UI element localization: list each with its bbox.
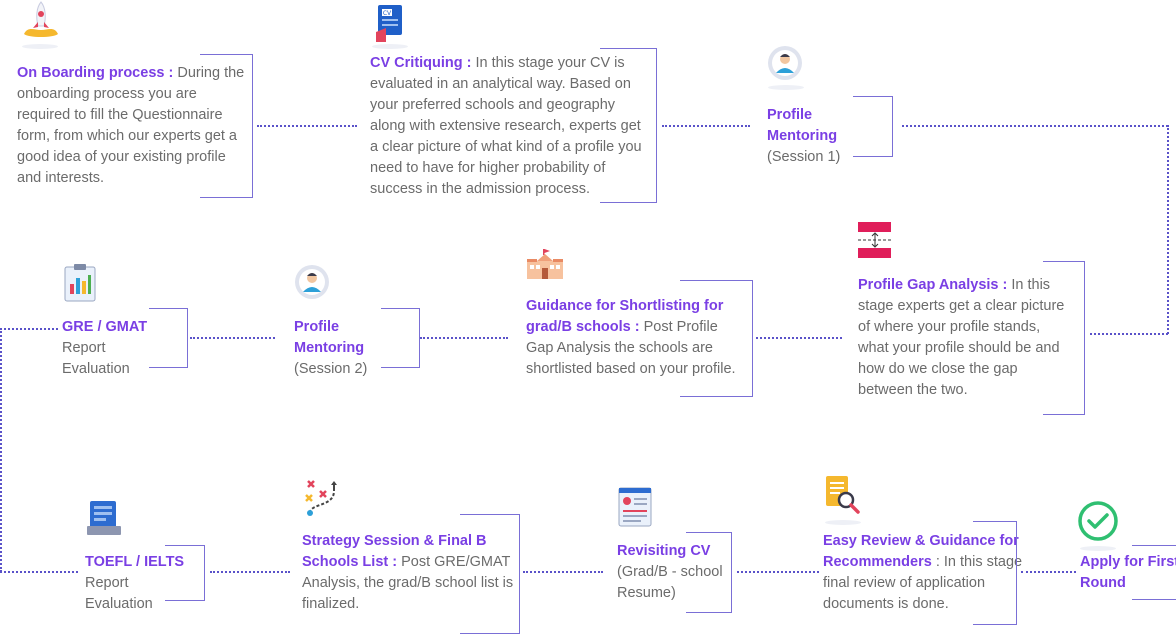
step-description: In this stage your CV is evaluated in an… bbox=[370, 55, 642, 197]
step-description: (Session 1) bbox=[767, 149, 841, 165]
step-title: Profile Gap Analysis bbox=[858, 277, 999, 293]
step-separator: : bbox=[931, 554, 944, 570]
step-separator: : bbox=[388, 554, 402, 570]
step-title: Apply for First Round bbox=[1080, 554, 1176, 591]
connector-line bbox=[190, 337, 275, 339]
connector-line bbox=[257, 125, 357, 127]
step-cv-critiquing: CV Critiquing : In this stage your CV is… bbox=[370, 53, 650, 200]
step-shortlisting: Guidance for Shortlisting for grad/B sch… bbox=[526, 296, 736, 380]
cv-document-icon: CV bbox=[374, 4, 406, 42]
connector-line bbox=[0, 328, 2, 572]
step-title: On Boarding process : bbox=[17, 65, 174, 81]
step-profile-gap-analysis: Profile Gap Analysis : In this stage exp… bbox=[858, 275, 1073, 401]
step-title: Revisiting CV bbox=[617, 543, 711, 559]
connector-line bbox=[1090, 333, 1168, 335]
connector-line bbox=[523, 571, 603, 573]
step-description: (Session 2) bbox=[294, 361, 368, 377]
step-title: Strategy Session & Final B Schools List bbox=[302, 533, 487, 570]
rocket-launch-icon bbox=[20, 0, 62, 42]
connector-line bbox=[0, 571, 78, 573]
test-report-icon bbox=[86, 500, 122, 536]
step-description: Post Profile Gap Analysis the schools ar… bbox=[526, 319, 736, 377]
step-separator: : bbox=[998, 277, 1012, 293]
step-bracket bbox=[853, 96, 893, 157]
connector-line bbox=[662, 125, 750, 127]
step-description: (Grad/B - school Resume) bbox=[617, 564, 723, 601]
step-onboarding: On Boarding process : During the onboard… bbox=[17, 63, 247, 189]
connector-line bbox=[420, 337, 508, 339]
step-separator: : bbox=[462, 55, 476, 71]
step-title: TOEFL / IELTS bbox=[85, 554, 185, 570]
step-bracket bbox=[149, 308, 188, 368]
connector-line bbox=[210, 571, 290, 573]
review-magnifier-icon bbox=[825, 475, 861, 515]
step-toefl-ielts: TOEFL / IELTS Report Evaluation bbox=[85, 552, 195, 615]
user-gear-icon bbox=[766, 44, 804, 82]
step-bracket bbox=[686, 532, 732, 613]
check-circle-icon bbox=[1077, 500, 1119, 542]
step-description: Report Evaluation bbox=[85, 575, 153, 612]
step-bracket bbox=[460, 514, 520, 634]
step-bracket bbox=[600, 48, 657, 203]
step-bracket bbox=[200, 54, 253, 198]
connector-line bbox=[737, 571, 819, 573]
step-title: Easy Review & Guidance for Recommenders bbox=[823, 533, 1019, 570]
step-description: In this stage final review of applicatio… bbox=[823, 554, 1023, 612]
icon-shadow bbox=[768, 85, 804, 90]
icon-shadow bbox=[825, 520, 861, 525]
step-description: Report Evaluation bbox=[62, 340, 130, 377]
svg-text:CV: CV bbox=[383, 10, 392, 17]
step-bracket bbox=[973, 521, 1017, 625]
step-title: CV Critiquing bbox=[370, 55, 463, 71]
school-building-icon bbox=[526, 249, 564, 281]
step-bracket bbox=[680, 280, 753, 397]
step-apply: Apply for First Round bbox=[1080, 552, 1176, 594]
step-gre-gmat: GRE / GMAT Report Evaluation bbox=[62, 317, 172, 380]
connector-line bbox=[902, 125, 1168, 127]
step-description: In this stage experts get a clear pictur… bbox=[858, 277, 1065, 398]
user-gear-icon bbox=[293, 263, 331, 301]
step-title: GRE / GMAT bbox=[62, 319, 148, 335]
gap-analysis-icon bbox=[858, 221, 892, 259]
step-profile-mentoring-1: Profile Mentoring (Session 1) bbox=[767, 105, 867, 168]
icon-shadow bbox=[372, 44, 408, 49]
step-bracket bbox=[165, 545, 205, 601]
step-description: Post GRE/GMAT Analysis, the grad/B schoo… bbox=[302, 554, 514, 612]
step-bracket bbox=[1043, 261, 1085, 415]
strategy-path-icon bbox=[304, 479, 340, 517]
step-title: Profile Mentoring bbox=[767, 107, 838, 144]
connector-line bbox=[756, 337, 842, 339]
step-revisiting-cv: Revisiting CV (Grad/B - school Resume) bbox=[617, 541, 742, 604]
icon-shadow bbox=[1080, 546, 1116, 551]
step-bracket bbox=[1132, 545, 1176, 600]
step-title: Profile Mentoring bbox=[294, 319, 365, 356]
step-bracket bbox=[381, 308, 420, 368]
step-easy-review: Easy Review & Guidance for Recommenders … bbox=[823, 531, 1023, 625]
step-strategy-session: Strategy Session & Final B Schools List … bbox=[302, 531, 517, 615]
connector-line bbox=[0, 328, 58, 330]
step-profile-mentoring-2: Profile Mentoring (Session 2) bbox=[294, 317, 394, 380]
icon-shadow bbox=[22, 44, 58, 49]
step-title: Guidance for Shortlisting for grad/B sch… bbox=[526, 298, 724, 335]
report-clipboard-icon bbox=[64, 264, 96, 302]
connector-line bbox=[1021, 571, 1076, 573]
resume-icon bbox=[617, 487, 653, 527]
connector-line bbox=[1167, 125, 1169, 334]
step-description: During the onboarding process you are re… bbox=[17, 65, 245, 186]
